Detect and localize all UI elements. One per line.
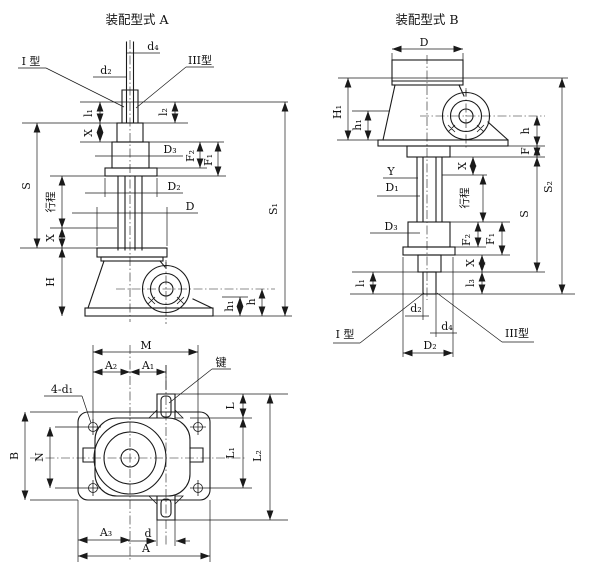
label-a2: A₂ — [104, 359, 117, 372]
figure-a-labels: d₄ d₂ I 型 III型 l₁ X l₂ D₃ F₂ F₁ D₂ D S 行… — [20, 40, 280, 312]
figure-b-labels: D H₁ h₁ h F X Y D₁ 行程 D₃ F₂ F₁ X l₁ l₃ S… — [331, 36, 555, 352]
label-l-dim: L — [224, 402, 237, 410]
plan-extension-lines — [30, 345, 288, 562]
label-d3-cap: D₃ — [163, 143, 176, 156]
label-b-h1-cap: H₁ — [331, 105, 344, 119]
label-h1: h₁ — [223, 300, 236, 312]
figure-a-extension-lines — [18, 52, 292, 317]
label-b-s: S — [518, 210, 531, 218]
worm-shaft-circle-b — [458, 108, 474, 124]
label-type-iii: III型 — [188, 53, 212, 67]
key-slot-bottom — [160, 498, 172, 518]
figure-b-dimension-lines — [344, 45, 566, 357]
plan-labels: M A₂ A₁ 键 4-d₁ B N L L₁ L₂ A₃ d A — [8, 339, 264, 555]
figure-b-outline — [377, 59, 509, 295]
label-b-x-lower: X — [464, 259, 477, 267]
wheel-outer-circle — [93, 421, 167, 495]
figure-b-extension-lines — [333, 53, 575, 357]
label-type-i: I 型 — [22, 54, 41, 68]
label-d2: d₂ — [100, 64, 111, 77]
label-b-d4: d₄ — [441, 320, 453, 333]
label-x-upper: X — [82, 129, 95, 137]
label-s: S — [20, 182, 33, 190]
label-b-f: F — [519, 147, 532, 155]
figure-b-centerlines — [420, 55, 545, 300]
label-a-dim: A — [141, 542, 151, 555]
label-b-l1: l₁ — [354, 279, 367, 287]
base-plan-view: M A₂ A₁ 键 4-d₁ B N L L₁ L₂ A₃ d A — [8, 339, 288, 562]
label-b-x-upper: X — [456, 162, 469, 170]
label-b-d1-cap: D₁ — [385, 181, 398, 194]
label-key: 键 — [216, 355, 227, 369]
assembly-type-a-view: 装配型式 A — [18, 12, 292, 324]
label-f1: F₁ — [202, 154, 215, 166]
label-a1: A₁ — [141, 359, 154, 372]
label-b-stroke: 行程 — [458, 187, 471, 208]
label-b-s2: S₂ — [542, 181, 555, 193]
label-l1-dim: L₁ — [224, 447, 237, 459]
label-b-f2: F₂ — [460, 234, 473, 246]
label-b-dim: B — [8, 452, 21, 460]
label-l1: l₁ — [82, 109, 95, 117]
label-b-l3: l₃ — [464, 279, 477, 287]
figure-b-worm-bearing — [441, 90, 491, 141]
label-b-h: h — [519, 127, 532, 134]
wheel-mid-circle — [103, 431, 157, 485]
label-a3: A₃ — [99, 526, 112, 539]
label-d-cap: D — [186, 200, 195, 213]
figure-a-title: 装配型式 A — [105, 12, 169, 27]
housing-outline — [94, 417, 191, 497]
label-four-d1: 4-d₁ — [51, 383, 73, 396]
label-m: M — [140, 339, 151, 352]
label-n: N — [33, 452, 46, 462]
figure-a-dimension-lines — [33, 102, 289, 316]
plan-dimension-lines — [21, 348, 274, 560]
screw-bore-circle — [120, 448, 140, 468]
worm-shaft-circle — [158, 281, 174, 297]
label-b-f1: F₁ — [484, 233, 497, 245]
figure-a-worm-bearing — [141, 262, 191, 314]
plan-outline — [77, 393, 211, 521]
label-l2: l₂ — [157, 108, 170, 116]
assembly-type-b-view: 装配型式 B — [331, 12, 575, 357]
base-plate-outline — [77, 411, 211, 501]
figure-b-title: 装配型式 B — [395, 12, 458, 27]
label-h: h — [245, 298, 258, 305]
figure-a-centerlines — [116, 40, 275, 324]
worm-bearing-mid-circle-b — [449, 99, 483, 133]
figure-a-outline — [84, 41, 214, 317]
label-b-h1: h₁ — [351, 119, 364, 131]
label-x-lower: X — [44, 234, 57, 242]
label-b-type-iii: III型 — [505, 326, 529, 340]
label-b-d2-cap: D₂ — [423, 339, 436, 352]
label-b-d-cap: D — [420, 36, 429, 49]
label-d4: d₄ — [147, 40, 159, 53]
label-b-d2: d₂ — [410, 302, 421, 315]
label-l2-dim: L₂ — [251, 450, 264, 462]
label-b-y: Y — [386, 165, 395, 178]
label-b-d3-cap: D₃ — [384, 220, 397, 233]
label-d2-cap: D₂ — [167, 180, 180, 193]
worm-bearing-mid-circle — [149, 272, 183, 306]
label-f2: F₂ — [184, 150, 197, 162]
label-s1: S₁ — [267, 203, 280, 215]
label-d-small: d — [144, 527, 151, 540]
label-stroke: 行程 — [44, 191, 57, 212]
label-h-cap: H — [44, 277, 57, 287]
label-b-type-i: I 型 — [336, 327, 355, 341]
key-slot-top — [160, 395, 172, 418]
